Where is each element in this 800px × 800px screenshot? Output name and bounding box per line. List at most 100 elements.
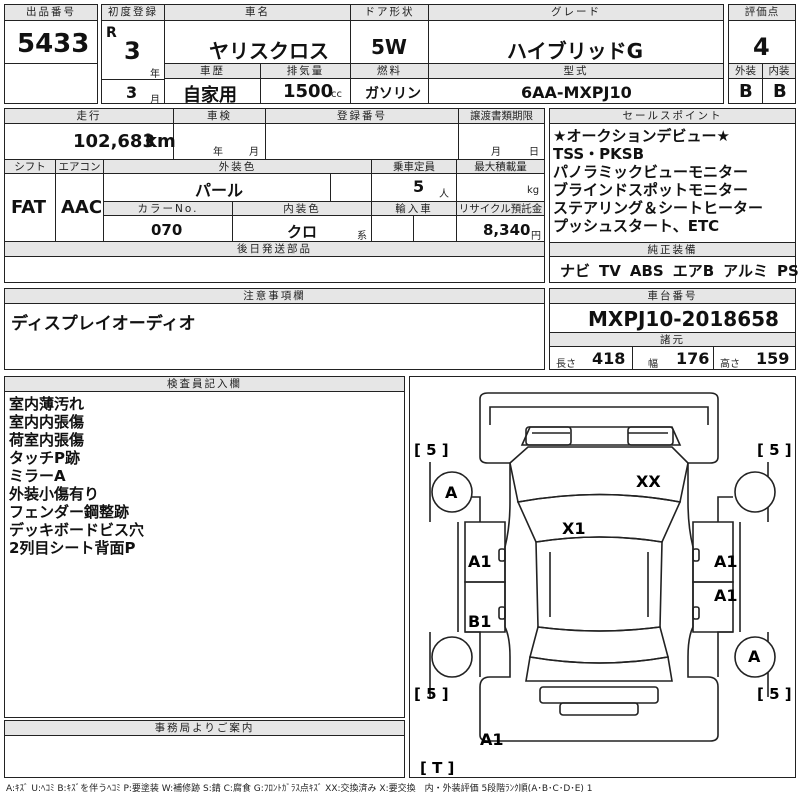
mark-rear-door-left: B1 bbox=[468, 612, 491, 631]
length: 418 bbox=[592, 349, 626, 368]
sales-point-item: ブラインドスポットモニター bbox=[553, 181, 749, 199]
height-label: 高さ bbox=[720, 359, 740, 370]
door-type: 5W bbox=[371, 35, 407, 59]
office-box: 事務局よりご案内 bbox=[4, 720, 405, 778]
capacity: 5 bbox=[413, 177, 425, 196]
chassis-box: 車台番号 MXPJ10-2018658 諸元 長さ 418 幅 176 高さ 1… bbox=[549, 288, 796, 370]
first-registration-box: 初度登録 R 3 年 3 月 bbox=[101, 4, 165, 106]
score: 4 bbox=[753, 33, 770, 61]
mark-rear-bumper: A1 bbox=[480, 730, 504, 749]
equipment-item: ナビ bbox=[560, 262, 591, 280]
year-unit: 年 bbox=[150, 69, 160, 80]
sales-point-item: ★オークションデビュー★ bbox=[553, 127, 730, 145]
mark-front-door-left: A1 bbox=[468, 552, 492, 571]
registration-month: 3 bbox=[126, 83, 138, 102]
era: R bbox=[106, 25, 117, 41]
mark-mirror-right: A bbox=[748, 647, 761, 666]
exterior-grade: B bbox=[739, 81, 753, 102]
equipment-label: 純正装備 bbox=[550, 243, 795, 257]
right-rear-wheel bbox=[734, 636, 776, 678]
mileage-label: 走行 bbox=[5, 109, 173, 124]
notes-box: 注意事項欄 ディスプレイオーディオ bbox=[4, 288, 545, 370]
mark-bonnet: XX bbox=[636, 472, 661, 491]
lot-number-label: 出品番号 bbox=[5, 5, 97, 21]
score-label: 評価点 bbox=[729, 5, 795, 21]
score-box: 評価点 4 外装 内装 B B bbox=[728, 4, 796, 104]
ac-type: AAC bbox=[61, 197, 103, 218]
sales-point-item: パノラミックビューモニター bbox=[553, 163, 749, 181]
front-bumper bbox=[479, 392, 719, 425]
recycle-unit: 円 bbox=[531, 231, 541, 242]
fuel-label: 燃料 bbox=[350, 64, 428, 79]
inspector-note-line: フェンダー鋼整跡 bbox=[9, 503, 130, 521]
recycle-fee: 8,340 bbox=[483, 221, 531, 239]
history-label: 車歴 bbox=[165, 64, 260, 79]
interior-color-unit: 系 bbox=[357, 231, 367, 242]
right-mirror bbox=[734, 471, 776, 513]
spec-label: 諸元 bbox=[550, 333, 795, 347]
capacity-label: 乗車定員 bbox=[371, 160, 456, 174]
vehicle-details-box: 走行 車検 登録番号 譲渡書類期限 102,683 km 年 月 月 日 シフト… bbox=[4, 108, 545, 283]
color-number-label: カラーNo. bbox=[104, 202, 232, 216]
fuel: ガソリン bbox=[365, 86, 421, 102]
load-unit: kg bbox=[527, 185, 540, 196]
displacement: 1500 bbox=[283, 81, 334, 102]
inspector-note-line: タッチP跡 bbox=[9, 449, 80, 467]
office-label: 事務局よりご案内 bbox=[5, 721, 404, 736]
recycle-label: リサイクル預託金 bbox=[456, 202, 544, 216]
mileage: 102,683 bbox=[73, 131, 155, 152]
inspector-label: 検査員記入欄 bbox=[5, 377, 404, 392]
inspector-note-line: 外装小傷有り bbox=[9, 485, 100, 503]
inspector-note-line: 室内内張傷 bbox=[9, 413, 85, 431]
tyre-rear-left: [ 5 ] bbox=[414, 685, 449, 703]
sales-point-item: ステアリング＆シートヒーター bbox=[553, 199, 764, 217]
left-rear-door bbox=[464, 581, 506, 633]
rear-window bbox=[529, 626, 669, 664]
lot-number: 5433 bbox=[17, 29, 90, 59]
width-label: 幅 bbox=[648, 359, 658, 370]
exterior-color: パール bbox=[195, 181, 244, 200]
tyre-spare: [ T ] bbox=[420, 759, 454, 777]
inspection-month-unit: 月 bbox=[249, 147, 259, 158]
grade: ハイブリッドG bbox=[507, 39, 644, 63]
mark-mirror-left: A bbox=[445, 483, 458, 502]
equipment-item: PS bbox=[777, 262, 799, 280]
equipment-item: TV bbox=[599, 262, 621, 280]
interior-grade: B bbox=[773, 81, 787, 102]
ac-label: エアコン bbox=[55, 160, 103, 174]
equipment-item: エアB bbox=[672, 262, 715, 280]
mark-rear-door-right: A1 bbox=[714, 586, 738, 605]
car-info-box: 車名 ドア形状 グレード ヤリスクロス 5W ハイブリッドG 車歴 排気量 燃料… bbox=[164, 4, 724, 106]
deadline-month-unit: 月 bbox=[491, 147, 501, 158]
mark-front-door-right: A1 bbox=[714, 552, 738, 571]
interior-color: クロ bbox=[287, 223, 318, 241]
sales-points-label: セールスポイント bbox=[550, 109, 795, 124]
tyre-rear-right: [ 5 ] bbox=[757, 685, 792, 703]
first-registration-label: 初度登録 bbox=[102, 5, 164, 21]
inspector-note-line: 2列目シート背面P bbox=[9, 539, 136, 557]
equipment-item: ABS bbox=[629, 262, 664, 280]
color-label: 外装色 bbox=[103, 160, 371, 174]
capacity-unit: 人 bbox=[439, 189, 449, 200]
month-unit: 月 bbox=[150, 95, 160, 106]
car-diagram-box: A A XX X1 A1 A1 B1 A1 A1 [ 5 ] [ 5 ] [ 5… bbox=[409, 376, 796, 778]
inspector-note-line: ミラーA bbox=[9, 467, 66, 485]
shift-label: シフト bbox=[5, 160, 55, 174]
interior-label: 内装 bbox=[762, 64, 795, 79]
roof bbox=[535, 536, 663, 632]
width: 176 bbox=[676, 349, 710, 368]
notes-label: 注意事項欄 bbox=[5, 289, 544, 304]
model-label: 型式 bbox=[428, 64, 723, 79]
history: 自家用 bbox=[183, 85, 237, 106]
load-label: 最大積載量 bbox=[456, 160, 544, 174]
parts-label: 後日発送部品 bbox=[5, 242, 544, 257]
chassis-label: 車台番号 bbox=[550, 289, 795, 304]
chassis-number: MXPJ10-2018658 bbox=[588, 307, 779, 331]
deadline-label: 譲渡書類期限 bbox=[458, 109, 544, 124]
reg-number-label: 登録番号 bbox=[265, 109, 458, 124]
car-name: ヤリスクロス bbox=[209, 39, 329, 63]
sales-point-item: TSS・PKSB bbox=[553, 145, 645, 163]
